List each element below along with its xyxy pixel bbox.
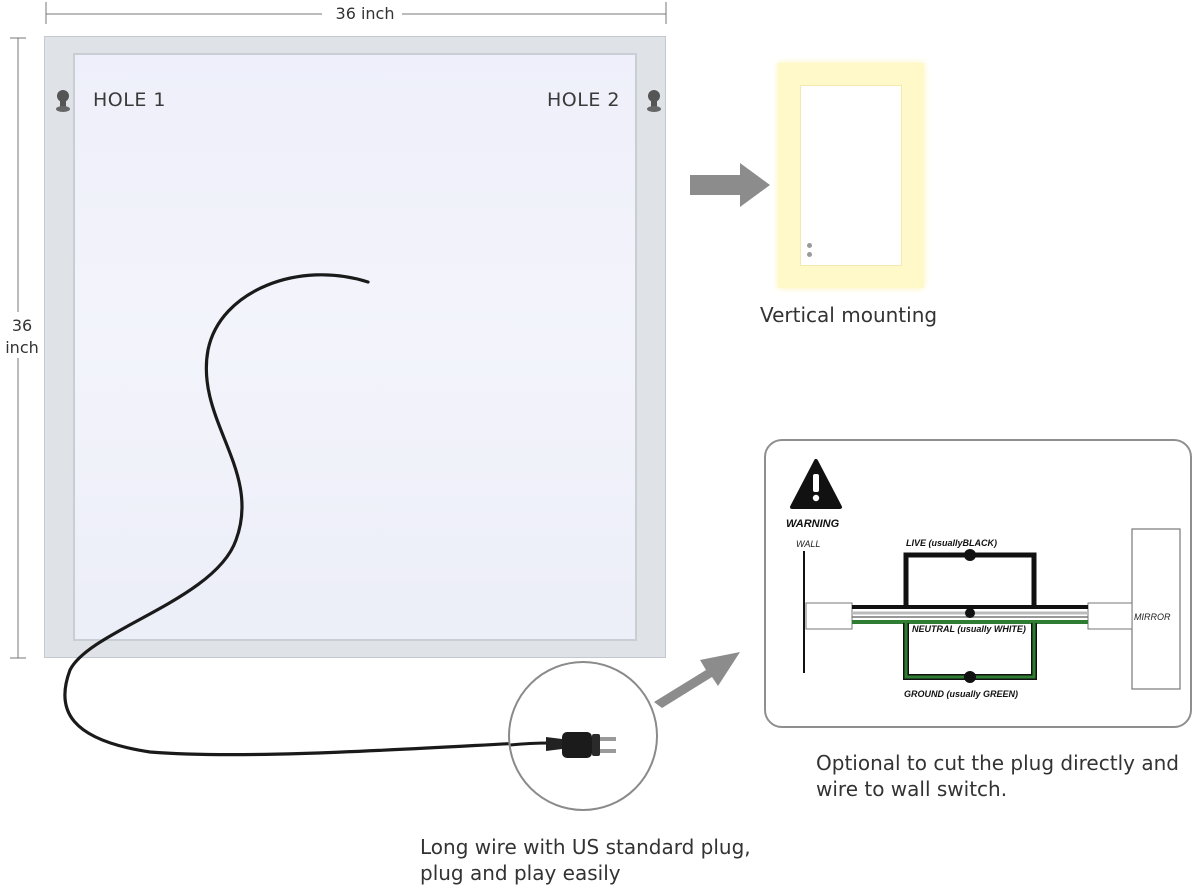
wall-label: WALL bbox=[796, 539, 820, 549]
live-wire-label: LIVE (usuallyBLACK) bbox=[906, 538, 997, 548]
plug-caption-line-2: plug and play easily bbox=[420, 861, 621, 885]
ground-junction-icon bbox=[964, 671, 976, 683]
mirror-label: MIRROR bbox=[1134, 612, 1171, 622]
touch-sensor-dot-bottom bbox=[807, 252, 812, 257]
neutral-wire-label: NEUTRAL (usually WHITE) bbox=[912, 624, 1026, 634]
height-dimension-line bbox=[10, 37, 26, 659]
plug-closeup-circle bbox=[508, 661, 658, 811]
ground-wire-label: GROUND (usually GREEN) bbox=[904, 689, 1018, 699]
touch-sensor-dot-top bbox=[807, 243, 812, 248]
height-label-value: 36 bbox=[11, 316, 33, 335]
diagonal-arrow-icon bbox=[654, 652, 740, 708]
arrow-to-wiring-diagram bbox=[648, 644, 744, 710]
hole-1-label: HOLE 1 bbox=[93, 89, 166, 111]
arrow-to-vertical-mounting bbox=[688, 162, 772, 208]
hole-2-label: HOLE 2 bbox=[547, 89, 620, 111]
vertical-mounting-caption: Vertical mounting bbox=[760, 303, 938, 327]
plug-caption-line-1: Long wire with US standard plug, bbox=[420, 835, 751, 859]
vertical-mounting-illustration bbox=[778, 63, 924, 288]
height-label-unit: inch bbox=[5, 338, 39, 357]
us-plug-icon bbox=[510, 732, 616, 758]
live-junction-icon bbox=[964, 549, 976, 561]
wiring-caption-line-2: wire to wall switch. bbox=[816, 777, 1008, 801]
width-dimension-line bbox=[45, 2, 667, 24]
hole-2-keyhole-icon bbox=[645, 88, 663, 114]
wiring-diagram: WARNING WALL MIRROR LIVE (usuallyBLACK) … bbox=[786, 459, 1181, 699]
mirror-panel bbox=[73, 53, 637, 641]
height-dimension bbox=[8, 36, 28, 664]
warning-label: WARNING bbox=[786, 518, 840, 530]
vertical-mirror-panel bbox=[800, 85, 902, 266]
hole-1-keyhole-icon bbox=[54, 88, 72, 114]
right-arrow-icon bbox=[690, 163, 770, 207]
width-dimension bbox=[42, 2, 670, 26]
neutral-junction-icon bbox=[965, 608, 975, 618]
width-label: 36 inch bbox=[335, 4, 395, 23]
warning-icon bbox=[790, 459, 842, 509]
wiring-caption-line-1: Optional to cut the plug directly and bbox=[816, 751, 1179, 775]
wiring-diagram-box: WARNING WALL MIRROR LIVE (usuallyBLACK) … bbox=[764, 439, 1192, 728]
mirror-frame bbox=[44, 36, 666, 658]
